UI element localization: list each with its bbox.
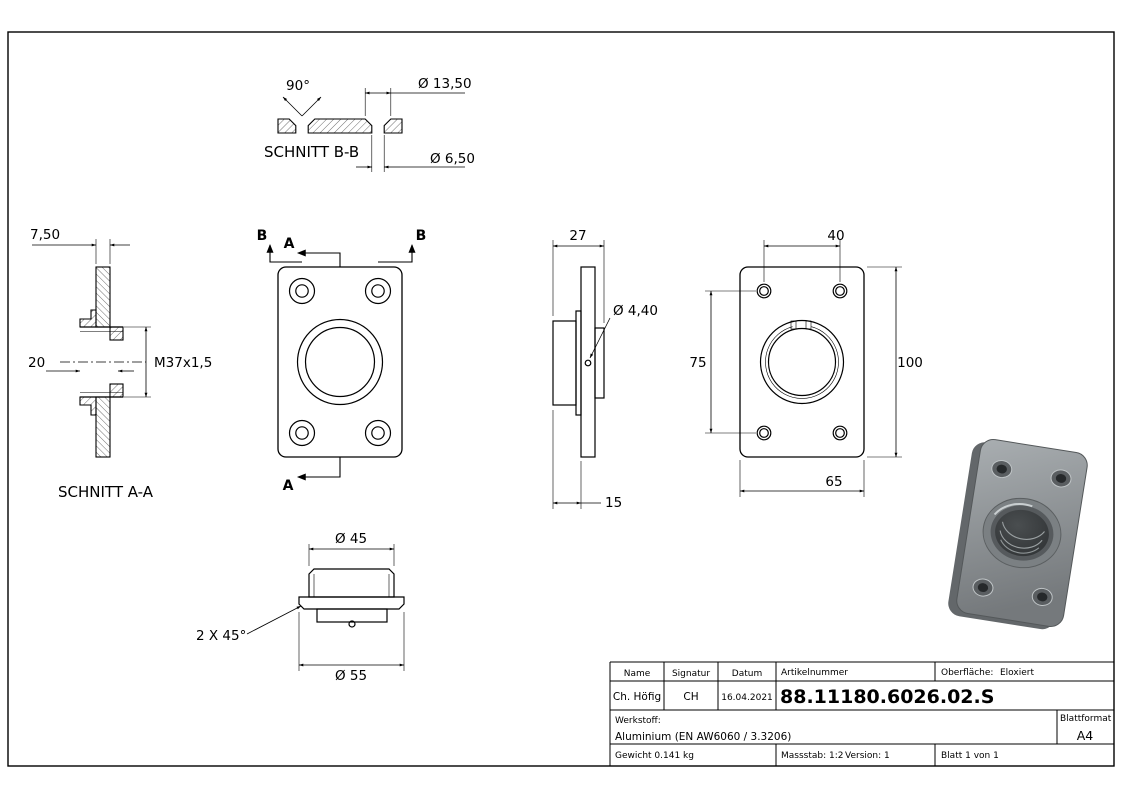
dim-dia-4-40: Ø 4,40 bbox=[613, 303, 658, 319]
dim-boss-depth: 20 bbox=[28, 355, 45, 371]
iso-center-bore bbox=[982, 497, 1062, 569]
tb-header-signature: Signatur bbox=[672, 669, 710, 679]
title-block: Name Signatur Datum Artikelnummer Oberfl… bbox=[609, 661, 1114, 766]
section-bb-view: 90° Ø 13,50 Ø 6,50 SCHNITT B-B bbox=[264, 76, 475, 172]
marker-b-left: B bbox=[257, 228, 268, 244]
mounting-holes-front bbox=[288, 277, 392, 447]
marker-b-right: B bbox=[416, 228, 427, 244]
tb-sheet: Blatt 1 von 1 bbox=[941, 751, 999, 761]
section-aa-view: 7,50 20 M37x1,5 SCHNITT A-A bbox=[28, 227, 212, 501]
front-view: B B A A bbox=[257, 228, 427, 494]
iso-render bbox=[948, 439, 1088, 630]
dim-depth-27: 27 bbox=[569, 228, 586, 244]
back-view: 40 75 100 65 bbox=[689, 228, 923, 497]
label-section-bb: SCHNITT B-B bbox=[264, 143, 359, 161]
iso-corner-holes bbox=[972, 460, 1072, 606]
dim-width-65: 65 bbox=[825, 474, 842, 490]
tb-article-number: 88.11180.6026.02.S bbox=[780, 686, 994, 708]
bottom-view: Ø 45 2 X 45° Ø 55 bbox=[196, 531, 405, 684]
dim-chamfer: 2 X 45° bbox=[196, 628, 246, 644]
tb-scale: Massstab: 1:2 bbox=[781, 751, 843, 761]
dim-spacing-40: 40 bbox=[827, 228, 844, 244]
tb-version: Version: 1 bbox=[845, 751, 890, 761]
tb-surface-label: Oberfläche: bbox=[941, 668, 993, 678]
tb-material-label: Werkstoff: bbox=[615, 716, 661, 726]
dim-dia-55: Ø 55 bbox=[335, 668, 367, 684]
dim-angle-90: 90° bbox=[286, 78, 310, 94]
side-view: 27 Ø 4,40 15 bbox=[552, 228, 658, 511]
tb-format: A4 bbox=[1077, 728, 1094, 743]
marker-a-top: A bbox=[284, 236, 295, 252]
dim-plate-thickness: 7,50 bbox=[30, 227, 60, 243]
tb-weight: Gewicht 0.141 kg bbox=[615, 751, 694, 761]
dim-height-100: 100 bbox=[897, 355, 923, 371]
tb-date: 16.04.2021 bbox=[721, 693, 773, 703]
dim-spacing-75: 75 bbox=[689, 355, 706, 371]
mounting-holes-back bbox=[756, 283, 848, 441]
tb-material: Aluminium (EN AW6060 / 3.3206) bbox=[615, 731, 791, 743]
dim-dia-13-50: Ø 13,50 bbox=[418, 76, 472, 92]
dim-dia-6-50: Ø 6,50 bbox=[430, 151, 475, 167]
tb-header-article: Artikelnummer bbox=[781, 668, 848, 678]
dim-thread: M37x1,5 bbox=[154, 355, 212, 371]
tb-format-label: Blattformat bbox=[1060, 714, 1112, 724]
label-section-aa: SCHNITT A-A bbox=[58, 483, 154, 501]
dim-dia-45: Ø 45 bbox=[335, 531, 367, 547]
tb-header-name: Name bbox=[624, 669, 651, 679]
tb-signature: CH bbox=[683, 691, 698, 703]
marker-a-bottom: A bbox=[283, 478, 294, 494]
tb-surface-value: Eloxiert bbox=[1000, 668, 1034, 678]
dim-length-15: 15 bbox=[605, 495, 622, 511]
drawing-frame bbox=[7, 31, 1115, 767]
tb-name: Ch. Höfig bbox=[613, 691, 661, 703]
tb-header-date: Datum bbox=[732, 669, 762, 679]
